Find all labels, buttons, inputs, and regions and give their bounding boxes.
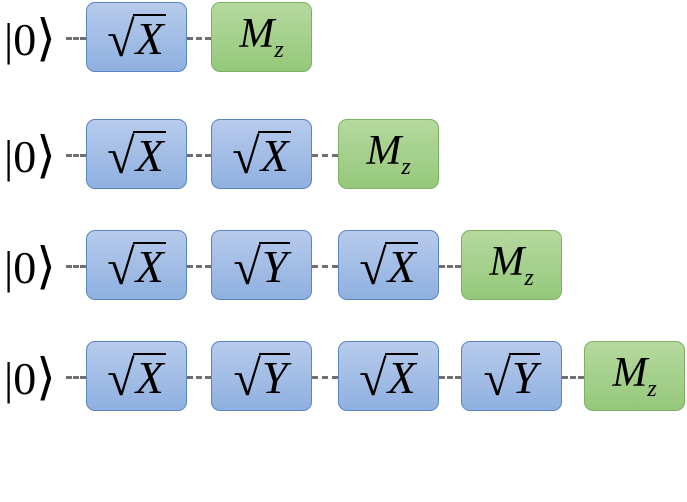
gate-label: X: [257, 131, 291, 179]
measure-z-box: Mz: [338, 119, 439, 189]
gate-label: Y: [508, 353, 540, 401]
radical-sign: √: [483, 350, 511, 406]
measure-subscript: z: [401, 154, 411, 180]
ket-bar: |: [4, 242, 14, 293]
wire: [312, 265, 338, 268]
wire: [66, 154, 86, 157]
wire: [66, 376, 86, 379]
ket-zero-state: |0⟩: [4, 342, 64, 412]
sqrt-x-gate: √X: [86, 230, 187, 300]
wire: [187, 154, 211, 157]
wire: [66, 37, 86, 40]
measure-subscript: z: [274, 37, 284, 63]
sqrt-expression: √X: [107, 350, 166, 406]
sqrt-y-gate: √Y: [211, 341, 312, 411]
gate-label: Y: [258, 242, 290, 290]
sqrt-x-gate: √X: [86, 341, 187, 411]
sqrt-y-gate: √Y: [461, 341, 562, 411]
sqrt-y-gate: √Y: [211, 230, 312, 300]
gate-label: X: [384, 242, 418, 290]
sqrt-x-gate: √X: [338, 230, 439, 300]
radical-sign: √: [107, 239, 135, 295]
measure-label: Mz: [239, 10, 283, 64]
ket-bar: |: [4, 131, 14, 182]
measure-symbol: M: [239, 11, 275, 57]
wire: [187, 265, 211, 268]
ket-zero-state: |0⟩: [4, 120, 64, 190]
sqrt-expression: √Y: [233, 350, 290, 406]
ket-content: 0: [13, 353, 37, 404]
wire: [439, 376, 461, 379]
measure-symbol: M: [612, 350, 648, 396]
wire: [312, 376, 338, 379]
gate-label: X: [132, 14, 166, 62]
ket-zero-state: |0⟩: [4, 231, 64, 301]
measure-symbol: M: [366, 128, 402, 174]
sqrt-expression: √Y: [483, 350, 540, 406]
wire: [439, 265, 461, 268]
radical-sign: √: [107, 128, 135, 184]
measure-z-box: Mz: [584, 341, 685, 411]
sqrt-expression: √X: [107, 239, 166, 295]
radical-sign: √: [359, 350, 387, 406]
sqrt-expression: √X: [107, 11, 166, 67]
sqrt-x-gate: √X: [86, 2, 187, 72]
radical-sign: √: [232, 128, 260, 184]
measure-subscript: z: [647, 376, 657, 402]
ket-zero-state: |0⟩: [4, 3, 64, 73]
gate-label: X: [132, 242, 166, 290]
gate-label: X: [132, 131, 166, 179]
ket-content: 0: [13, 14, 37, 65]
ket-content: 0: [13, 131, 37, 182]
radical-sign: √: [233, 350, 261, 406]
sqrt-expression: √X: [359, 239, 418, 295]
sqrt-expression: √X: [107, 128, 166, 184]
radical-sign: √: [233, 239, 261, 295]
radical-sign: √: [107, 11, 135, 67]
ket-bar: |: [4, 353, 14, 404]
wire: [187, 376, 211, 379]
wire: [312, 154, 338, 157]
ket-angle: ⟩: [36, 349, 56, 405]
radical-sign: √: [107, 350, 135, 406]
sqrt-expression: √X: [232, 128, 291, 184]
sqrt-x-gate: √X: [86, 119, 187, 189]
wire: [66, 265, 86, 268]
gate-label: X: [384, 353, 418, 401]
measure-z-box: Mz: [211, 2, 312, 72]
ket-angle: ⟩: [36, 238, 56, 294]
measure-label: Mz: [612, 349, 656, 403]
sqrt-x-gate: √X: [338, 341, 439, 411]
ket-content: 0: [13, 242, 37, 293]
sqrt-expression: √Y: [233, 239, 290, 295]
ket-bar: |: [4, 14, 14, 65]
radical-sign: √: [359, 239, 387, 295]
ket-angle: ⟩: [36, 10, 56, 66]
measure-subscript: z: [524, 265, 534, 291]
ket-angle: ⟩: [36, 127, 56, 183]
wire: [187, 37, 211, 40]
measure-z-box: Mz: [461, 230, 562, 300]
gate-label: Y: [258, 353, 290, 401]
measure-label: Mz: [489, 238, 533, 292]
circuit-row: |0⟩ √X Mz: [0, 1, 687, 75]
gate-label: X: [132, 353, 166, 401]
wire: [562, 376, 584, 379]
sqrt-x-gate: √X: [211, 119, 312, 189]
sqrt-expression: √X: [359, 350, 418, 406]
measure-symbol: M: [489, 239, 525, 285]
measure-label: Mz: [366, 127, 410, 181]
